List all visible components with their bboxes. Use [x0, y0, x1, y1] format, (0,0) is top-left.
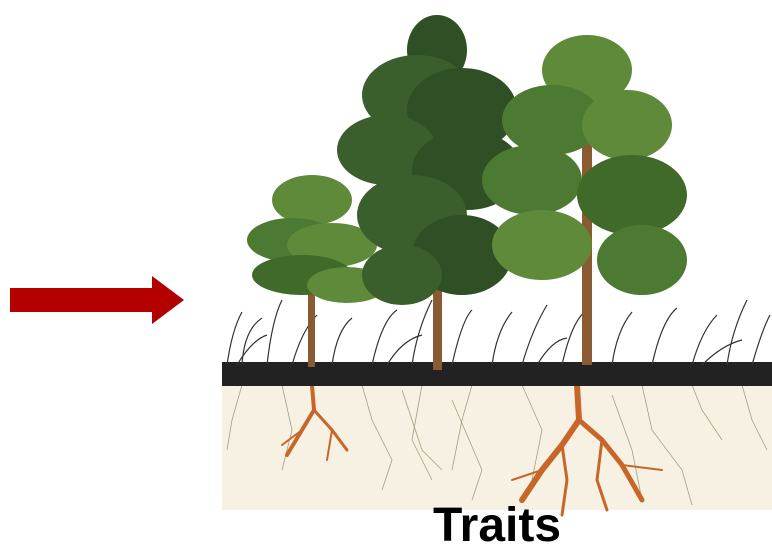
soil-layer [222, 385, 772, 510]
ground-surface [222, 362, 772, 386]
forest-cross-section-illustration [222, 0, 772, 520]
caption-title: Traits [222, 500, 772, 552]
right-arrow-icon [10, 276, 184, 324]
